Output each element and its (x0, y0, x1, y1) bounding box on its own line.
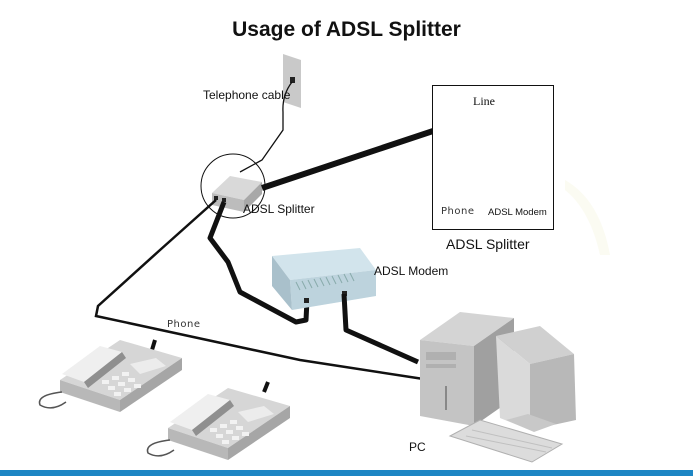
adsl-splitter-label: ADSL Splitter (243, 202, 315, 216)
pc-cable (341, 293, 420, 365)
phone-branch-1 (150, 339, 157, 351)
computer-icon (420, 312, 576, 463)
splitter-icon (212, 176, 262, 212)
telephone-cable (239, 81, 293, 173)
telephone-icon (146, 388, 290, 460)
modem-cable (207, 201, 310, 325)
phone-port-label: Phone (441, 206, 475, 217)
splitter-port-inset: Line Phone ADSL Modem (432, 85, 554, 230)
modem-port-label: ADSL Modem (488, 207, 547, 218)
pc-label: PC (409, 440, 426, 454)
line-port-label: Line (473, 94, 495, 108)
diagram-title: Usage of ADSL Splitter (232, 18, 461, 41)
phone-cable (94, 199, 431, 382)
modem-icon (272, 248, 376, 310)
wall-jack-icon (283, 54, 301, 108)
inset-caption: ADSL Splitter (446, 236, 530, 252)
phone-branch-2 (262, 381, 270, 393)
telephone-icon (38, 340, 182, 412)
bottom-accent-bar (0, 470, 693, 476)
adsl-modem-label: ADSL Modem (374, 264, 449, 278)
line-cable (261, 125, 443, 191)
telephone-cable-label: Telephone cable (203, 88, 291, 102)
watermark (565, 180, 610, 255)
phone-line-label: Phone (167, 319, 201, 330)
